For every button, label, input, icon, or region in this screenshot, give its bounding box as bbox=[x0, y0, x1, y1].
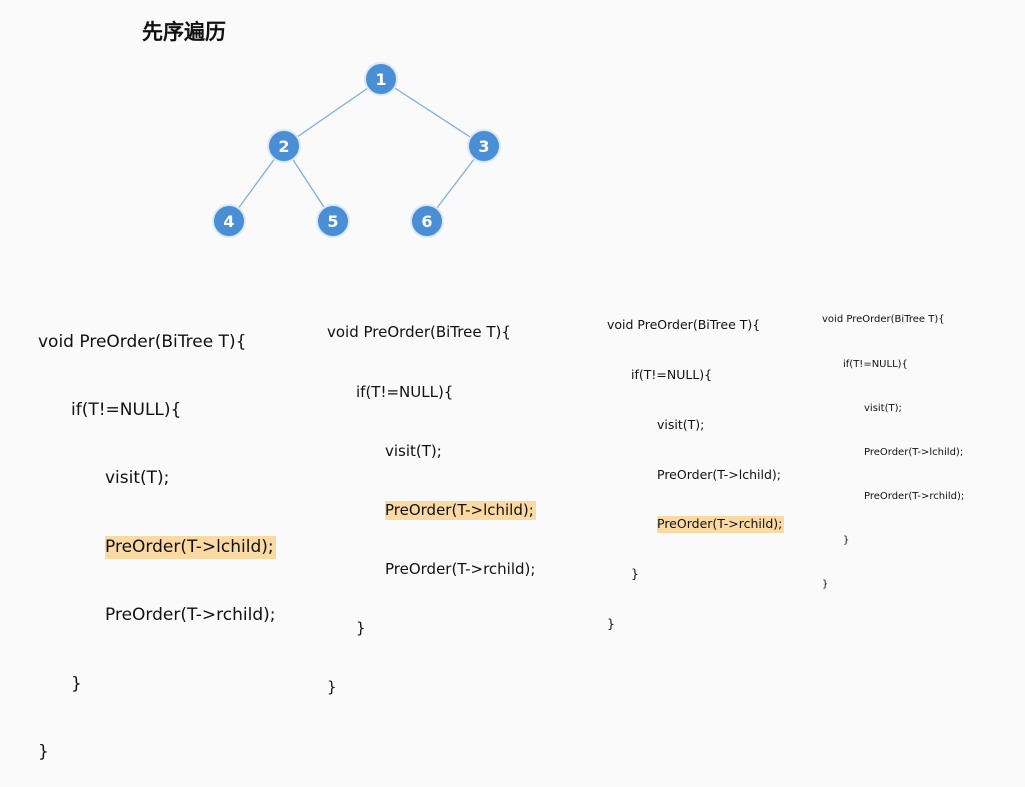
code-line: } bbox=[327, 678, 337, 697]
code-line: PreOrder(T->lchild); bbox=[657, 466, 781, 482]
code-line: void PreOrder(BiTree T){ bbox=[327, 323, 511, 342]
code-line: } bbox=[71, 673, 82, 694]
code-line: } bbox=[356, 618, 366, 637]
tree-node-1: 1 bbox=[364, 62, 398, 96]
code-line: visit(T); bbox=[864, 402, 902, 414]
code-line: void PreOrder(BiTree T){ bbox=[822, 314, 945, 326]
code-line: visit(T); bbox=[657, 416, 705, 432]
tree-node-2: 2 bbox=[267, 129, 301, 163]
code-line: PreOrder(T->rchild); bbox=[864, 490, 965, 502]
tree-node-6: 6 bbox=[410, 204, 444, 238]
tree-node-3: 3 bbox=[467, 129, 501, 163]
code-line: if(T!=NULL){ bbox=[71, 399, 182, 420]
code-line: visit(T); bbox=[105, 468, 170, 489]
code-line: } bbox=[843, 534, 850, 546]
tree-node-5: 5 bbox=[316, 204, 350, 238]
node-label: 3 bbox=[478, 137, 489, 156]
tree-node-4: 4 bbox=[212, 204, 246, 238]
code-line: PreOrder(T->lchild); bbox=[864, 446, 964, 458]
edge-1-2 bbox=[283, 78, 382, 147]
node-label: 1 bbox=[375, 70, 386, 89]
code-line: if(T!=NULL){ bbox=[631, 366, 713, 382]
node-label: 6 bbox=[421, 212, 432, 231]
code-line: } bbox=[38, 741, 49, 762]
code-block-4: void PreOrder(BiTree T){ if(T!=NULL){ vi… bbox=[822, 284, 964, 607]
code-block-3: void PreOrder(BiTree T){ if(T!=NULL){ vi… bbox=[607, 284, 785, 649]
code-line-highlighted: PreOrder(T->lchild); bbox=[105, 535, 276, 559]
code-line: PreOrder(T->rchild); bbox=[105, 605, 276, 626]
page-title: 先序遍历 bbox=[142, 20, 226, 44]
code-line: } bbox=[631, 566, 639, 582]
code-line: if(T!=NULL){ bbox=[356, 382, 454, 401]
binary-tree-diagram: 1 2 3 4 5 6 bbox=[212, 62, 501, 238]
code-line: if(T!=NULL){ bbox=[843, 358, 908, 370]
code-line-highlighted: PreOrder(T->rchild); bbox=[657, 516, 785, 533]
code-line: } bbox=[607, 615, 615, 631]
edge-1-3 bbox=[380, 78, 485, 147]
node-label: 5 bbox=[327, 212, 338, 231]
code-line: void PreOrder(BiTree T){ bbox=[38, 331, 247, 352]
code-line: PreOrder(T->rchild); bbox=[385, 559, 536, 578]
code-line: void PreOrder(BiTree T){ bbox=[607, 317, 761, 333]
code-line: } bbox=[822, 579, 829, 591]
code-line-highlighted: PreOrder(T->lchild); bbox=[385, 500, 536, 521]
node-label: 2 bbox=[278, 137, 289, 156]
code-line: visit(T); bbox=[385, 441, 442, 460]
node-label: 4 bbox=[223, 212, 234, 231]
code-block-1: void PreOrder(BiTree T){ if(T!=NULL){ vi… bbox=[38, 285, 276, 787]
